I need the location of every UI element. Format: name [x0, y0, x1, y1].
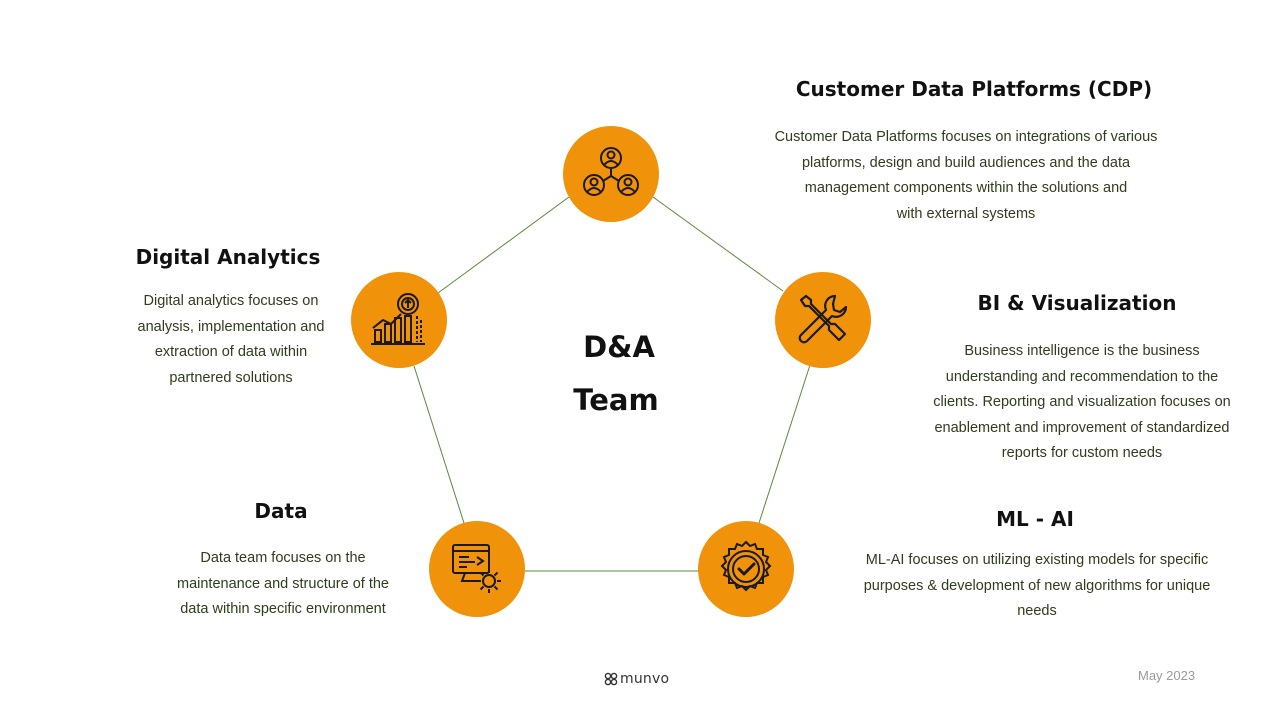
cdp-desc-line-4: with external systems	[896, 205, 1036, 222]
analytics-desc-line-3: extraction of data within	[154, 344, 308, 360]
ml-title: ML - AI	[996, 507, 1074, 531]
cdp-title: Customer Data Platforms (CDP)	[795, 77, 1153, 101]
edge-cdp-bi	[652, 196, 784, 292]
data-desc-line-2: maintenance and structure of the	[177, 575, 389, 592]
center-label: D&A Team	[556, 325, 676, 422]
bi-desc-line-4: enablement and improvement of standardiz…	[934, 419, 1230, 436]
data-desc-line-1: Data team focuses on the	[200, 550, 366, 566]
center-line-2: Team	[573, 383, 659, 417]
bi-desc-line-5: reports for custom needs	[1001, 445, 1163, 461]
analytics-desc-line-1: Digital analytics focuses on	[143, 293, 319, 309]
bi-desc-line-3: clients. Reporting and visualization foc…	[933, 394, 1231, 410]
data-node-circle	[429, 521, 525, 617]
cdp-desc-line-3: management components within the solutio…	[804, 180, 1128, 196]
analytics-title: Digital Analytics	[135, 245, 321, 269]
data-desc-line-3: data within specific environment	[180, 601, 386, 617]
data-title: Data	[254, 499, 308, 523]
people-network-icon	[583, 147, 639, 196]
munvo-logo-mark-icon	[604, 672, 618, 686]
data-description: Data team focuses on the maintenance and…	[143, 546, 423, 623]
ml-desc-line-1: ML-AI focuses on utilizing existing mode…	[865, 552, 1209, 568]
edge-bi-ml	[758, 364, 811, 524]
ml-description: ML-AI focuses on utilizing existing mode…	[827, 548, 1247, 625]
analytics-description: Digital analytics focuses on analysis, i…	[111, 289, 351, 391]
ml-desc-line-2: purposes & development of new algorithms…	[863, 577, 1211, 594]
monitor-gear-icon	[452, 544, 501, 593]
analytics-desc-line-2: analysis, implementation and	[137, 318, 325, 335]
edge-analytics-cdp	[437, 196, 570, 294]
munvo-logo: munvo	[604, 670, 669, 688]
bi-desc-line-2: understanding and recommendation to the	[945, 368, 1219, 385]
bi-title: BI & Visualization	[977, 291, 1177, 315]
bi-node-circle	[775, 272, 871, 368]
ml-node-circle	[698, 521, 794, 617]
ml-desc-line-3: needs	[1017, 603, 1057, 619]
cdp-desc-line-1: Customer Data Platforms focuses on integ…	[774, 129, 1158, 145]
badge-check-icon	[720, 540, 772, 592]
center-line-1: D&A	[583, 330, 655, 364]
analytics-desc-line-4: partnered solutions	[169, 369, 293, 386]
cdp-description: Customer Data Platforms focuses on integ…	[736, 125, 1196, 227]
wrench-screwdriver-icon	[798, 294, 848, 344]
growth-chart-icon	[371, 293, 425, 345]
bi-description: Business intelligence is the business un…	[902, 339, 1262, 467]
footer-date: May 2023	[1138, 668, 1196, 683]
bi-desc-line-1: Business intelligence is the business	[964, 343, 1200, 359]
edge-data-analytics	[413, 365, 465, 524]
analytics-node-circle	[351, 272, 447, 368]
munvo-logo-text: munvo	[620, 671, 670, 687]
cdp-node-circle	[563, 126, 659, 222]
cdp-desc-line-2: platforms, design and build audiences an…	[801, 154, 1131, 171]
